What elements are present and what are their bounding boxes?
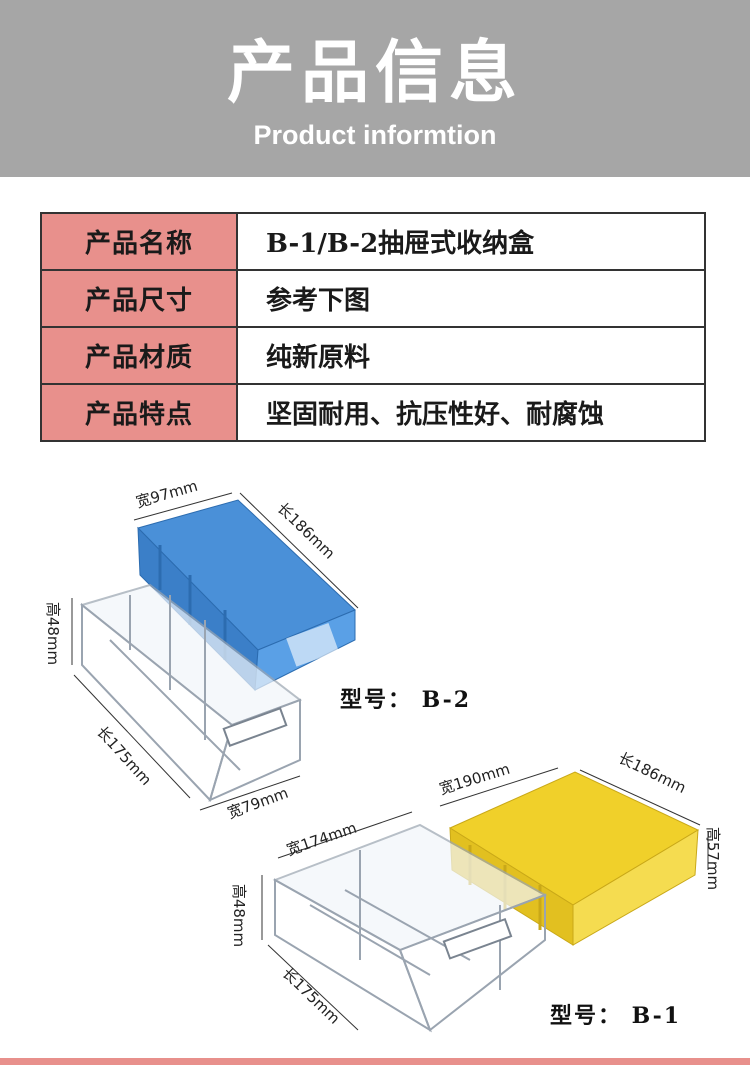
table-row: 产品材质 纯新原料: [40, 326, 706, 385]
table-row: 产品特点 坚固耐用、抗压性好、耐腐蚀: [40, 383, 706, 442]
bottom-accent-bar: [0, 1058, 750, 1065]
row-label-features: 产品特点: [40, 383, 238, 442]
b1-drawer-illustration: [261, 767, 709, 1033]
row-value-size: 参考下图: [236, 269, 706, 328]
table-row: 产品尺寸 参考下图: [40, 269, 706, 328]
row-label-size: 产品尺寸: [40, 269, 238, 328]
page-title: 产品信息: [226, 34, 523, 113]
row-value-material: 纯新原料: [236, 326, 706, 385]
row-label-name: 产品名称: [40, 212, 238, 271]
b2-height-label: 高48mm: [44, 601, 63, 666]
b2-drawer-illustration: [71, 492, 359, 811]
b1-model-label: 型号： B-1: [550, 1003, 682, 1029]
b2-shell: [137, 499, 356, 692]
row-label-material: 产品材质: [40, 326, 238, 385]
b1-height-label: 高48mm: [230, 883, 249, 948]
table-row: 产品名称 B-1/B-2抽屉式收纳盒: [40, 212, 706, 271]
row-value-name: B-1/B-2抽屉式收纳盒: [236, 212, 706, 271]
b1-drawer-body: [272, 823, 548, 1033]
header-banner: 产品信息 Product informtion: [0, 0, 750, 177]
b2-drawer-body: [79, 583, 303, 802]
b1-height-shell-label: 高57mm: [704, 826, 723, 891]
product-info-table: 产品名称 B-1/B-2抽屉式收纳盒 产品尺寸 参考下图 产品材质 纯新原料 产…: [40, 212, 706, 442]
b2-model-label: 型号： B-2: [340, 687, 472, 713]
page-subtitle: Product informtion: [253, 120, 497, 150]
row-value-features: 坚固耐用、抗压性好、耐腐蚀: [236, 383, 706, 442]
b1-shell: [448, 771, 700, 946]
